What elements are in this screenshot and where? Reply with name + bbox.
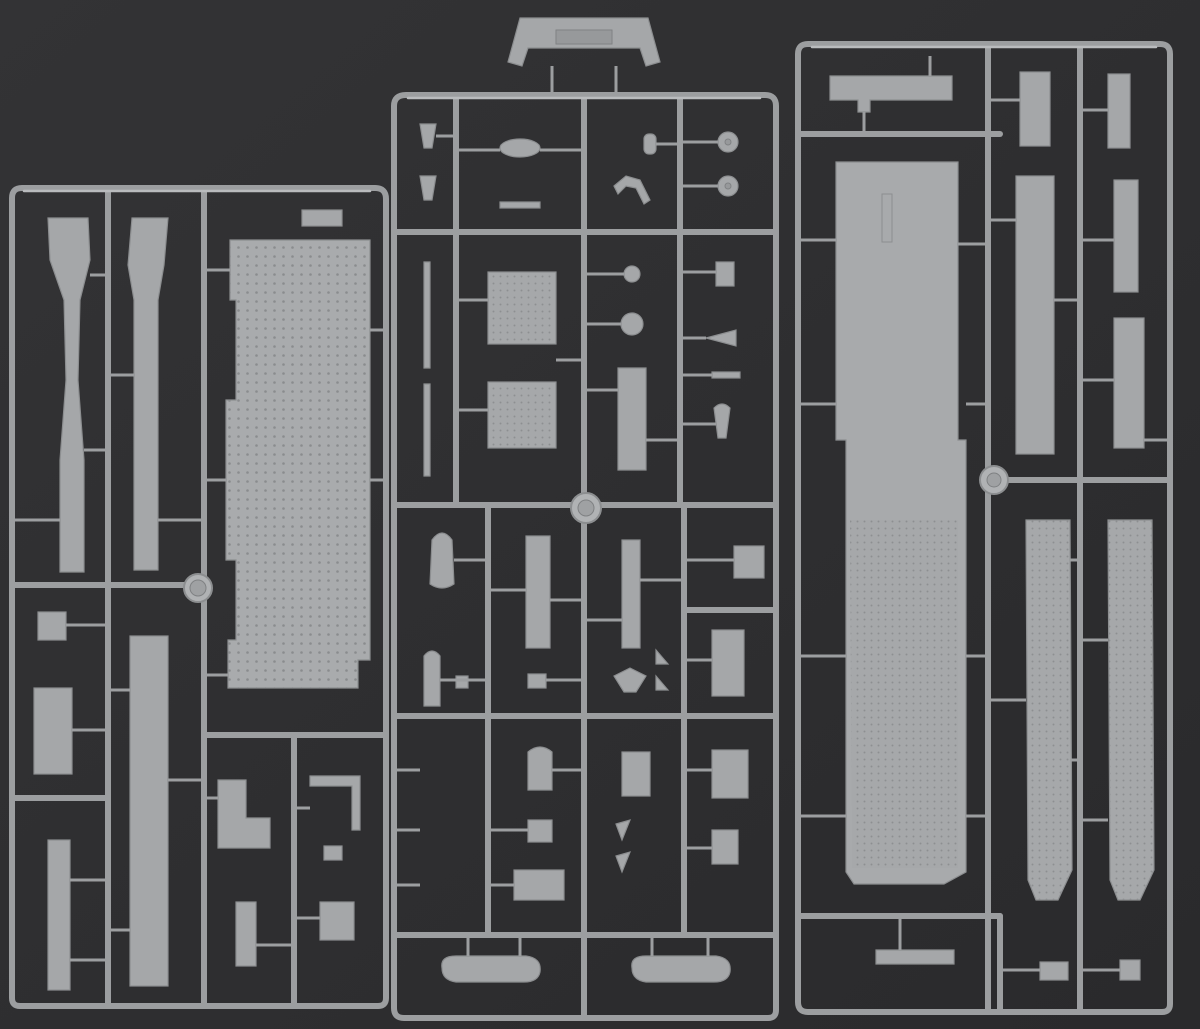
bracket-part — [217, 779, 271, 849]
small-part — [613, 667, 647, 693]
small-part — [527, 819, 553, 843]
mast-part — [423, 261, 431, 369]
bracket-part — [309, 775, 361, 831]
propeller-icon — [717, 131, 739, 153]
small-part — [875, 949, 955, 965]
boat-part — [713, 403, 731, 439]
bridge-part — [507, 17, 661, 67]
small-part — [733, 545, 765, 579]
dome-part — [620, 312, 644, 336]
hull-side-part-right — [127, 217, 169, 571]
small-part — [419, 175, 437, 201]
turret-part — [499, 138, 541, 158]
hull-strip — [621, 539, 641, 649]
frame-part — [711, 829, 739, 865]
small-part — [1119, 959, 1141, 981]
long-hull-strip — [129, 635, 169, 987]
rail-part — [613, 175, 651, 205]
small-part — [301, 209, 343, 227]
torpedo-part — [441, 955, 541, 983]
top-bracket-part — [829, 75, 953, 113]
small-part — [1113, 179, 1139, 293]
lifeboat-part — [429, 532, 455, 589]
mast-part — [423, 383, 431, 477]
hull-strip — [525, 535, 551, 649]
right-sprue — [795, 41, 1173, 1015]
main-deck-plate — [835, 161, 967, 885]
small-part — [47, 839, 71, 991]
left-sprue — [9, 185, 389, 1009]
ladder-part — [621, 751, 651, 797]
small-part — [1107, 73, 1131, 149]
deck-plate-left — [225, 239, 371, 689]
center-sprue — [391, 17, 779, 1021]
torpedo-part — [631, 955, 731, 983]
small-part — [643, 133, 657, 155]
small-part — [1019, 71, 1051, 147]
small-part — [323, 845, 343, 861]
small-part — [655, 648, 670, 665]
hull-side-long-right — [1107, 519, 1155, 901]
frame-part — [711, 749, 749, 799]
small-part — [319, 901, 355, 941]
grid-panel — [487, 381, 557, 449]
lifeboat-part — [423, 650, 441, 707]
small-part — [615, 851, 632, 874]
small-part — [37, 611, 67, 641]
small-part — [655, 674, 670, 691]
small-part — [715, 261, 735, 287]
small-part — [711, 629, 745, 697]
small-part — [623, 265, 641, 283]
small-part — [455, 675, 469, 689]
small-part — [527, 673, 547, 689]
small-part — [527, 746, 553, 791]
small-part — [1113, 317, 1145, 449]
hull-side-long-left — [1025, 519, 1073, 901]
small-part — [711, 371, 741, 379]
superstructure-part — [617, 367, 647, 471]
small-part — [703, 329, 737, 347]
small-part — [615, 819, 632, 842]
hull-strip — [1015, 175, 1055, 455]
small-part — [33, 687, 73, 775]
grid-panel — [487, 271, 557, 345]
frame-part — [235, 901, 257, 967]
hull-side-part-left — [47, 217, 91, 573]
small-part — [499, 201, 541, 209]
propeller-icon — [717, 175, 739, 197]
small-part — [419, 123, 437, 149]
small-part — [513, 869, 565, 901]
small-part — [1039, 961, 1069, 981]
